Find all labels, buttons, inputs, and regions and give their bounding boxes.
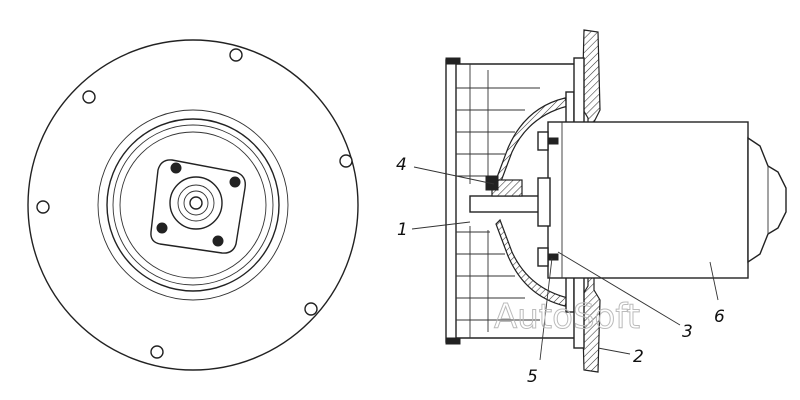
leader-1: [411, 221, 471, 230]
plate-screws: [156, 162, 241, 247]
motor-end-cap: [747, 136, 787, 264]
callout-4: 4: [396, 155, 407, 175]
callout-1: 1: [397, 220, 408, 240]
leader-5: [539, 257, 553, 361]
screw-head: [212, 235, 224, 247]
leader-2: [597, 347, 631, 355]
shaft-end: [189, 196, 203, 210]
screw-head: [156, 222, 168, 234]
mounting-hole: [150, 345, 164, 359]
impeller-disc: [445, 59, 457, 343]
side-section-view: [445, 29, 787, 373]
callout-6: 6: [714, 307, 725, 327]
callout-leaders: [411, 166, 719, 361]
screw-nut: [547, 253, 559, 261]
mounting-holes: [36, 48, 353, 359]
leader-3: [557, 251, 681, 326]
motor-screws: [537, 131, 559, 267]
leader-6: [709, 261, 719, 301]
motor-shaft: [469, 195, 546, 213]
mounting-hole: [82, 90, 96, 104]
screw-nut: [547, 137, 559, 145]
impeller-rim-top: [445, 57, 461, 65]
screw-head: [170, 162, 182, 174]
housing-ring-step: [119, 131, 267, 279]
front-view: [27, 39, 359, 371]
retaining-nut: [485, 175, 499, 191]
housing-ring-middle: [106, 118, 280, 292]
mounting-hole: [36, 200, 50, 214]
callout-3: 3: [682, 322, 693, 342]
flange-outer-rim: [27, 39, 359, 371]
screw-head: [537, 247, 549, 267]
mounting-hole: [339, 154, 353, 168]
impeller-hub-section-lower: [495, 218, 569, 307]
callout-2: 2: [633, 347, 644, 367]
leader-4: [413, 166, 495, 185]
impeller-blades: [445, 57, 582, 345]
mounting-hole: [229, 48, 243, 62]
motor-front-boss: [537, 177, 551, 227]
screw-head: [229, 176, 241, 188]
housing-ring-outer: [97, 109, 289, 301]
motor-body: [547, 121, 749, 279]
hub-inner: [183, 190, 209, 216]
hub-middle: [177, 184, 215, 222]
mounting-hole: [304, 302, 318, 316]
watermark: AutoSoft: [494, 297, 640, 337]
housing-ring-inner: [112, 124, 274, 286]
screw-head: [537, 131, 549, 151]
impeller-rim-bottom: [445, 337, 461, 345]
callout-5: 5: [527, 367, 538, 387]
